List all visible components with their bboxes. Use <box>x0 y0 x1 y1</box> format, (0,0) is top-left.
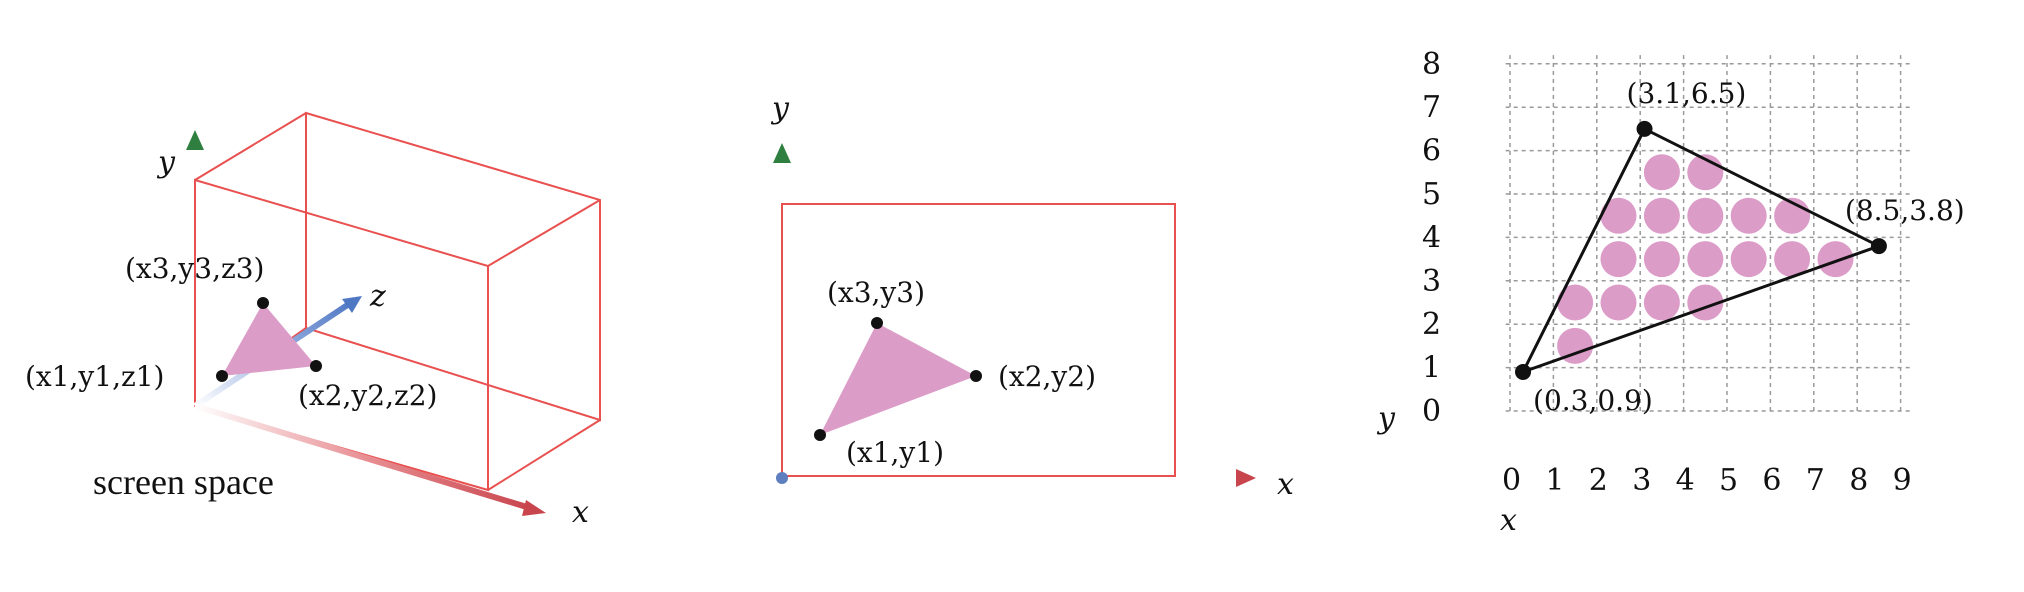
raster-vertices: (0.3,0.9) (8.5,3.8) (3.1,6.5) <box>1515 77 1965 417</box>
triangle-3d <box>222 303 316 376</box>
vertex-3-dot <box>257 297 269 309</box>
covered-sample-dot <box>1643 154 1680 191</box>
raster-vertex-label: (0.3,0.9) <box>1533 384 1653 417</box>
x-axis-2d <box>782 469 1256 487</box>
y-tick-label: 2 <box>1422 307 1441 342</box>
covered-sample-dot <box>1600 197 1637 234</box>
covered-sample-dot <box>1643 284 1680 321</box>
y-tick-label: 3 <box>1422 264 1441 299</box>
vertex-3-label-2d: (x3,y3) <box>827 276 925 309</box>
y-axis-label-2d: y <box>770 91 790 126</box>
y-tick-labels: 0 1 2 3 4 5 6 7 8 <box>1422 47 1441 429</box>
x-tick-label: 5 <box>1719 463 1738 498</box>
origin-dot <box>776 472 788 484</box>
x-tick-label: 0 <box>1502 463 1521 498</box>
covered-sample-dot <box>1730 197 1767 234</box>
screen-space-caption: screen space <box>93 462 274 502</box>
vertex-3-dot-2d <box>871 317 883 329</box>
covered-sample-dot <box>1774 241 1811 278</box>
raster-vertex-label: (3.1,6.5) <box>1627 77 1747 110</box>
y-axis <box>186 130 204 406</box>
vertex-1-label: (x1,y1,z1) <box>25 360 164 393</box>
vertex-2-dot <box>310 360 322 372</box>
covered-sample-dot <box>1687 197 1724 234</box>
covered-sample-dot <box>1817 241 1854 278</box>
pixel-grid <box>1505 55 1914 412</box>
x-tick-label: 7 <box>1806 463 1825 498</box>
raster-vertex-dot <box>1870 238 1887 255</box>
covered-sample-dot <box>1687 241 1724 278</box>
x-axis <box>194 403 546 516</box>
panel-screen-space-3d: y z x (x3,y3,z3) (x1,y1,z1) (x2,y2,z2) s… <box>25 111 601 530</box>
y-axis-label-grid: y <box>1376 401 1396 436</box>
vertex-2-label: (x2,y2,z2) <box>298 379 437 412</box>
x-axis-label-2d: x <box>1277 467 1294 502</box>
raster-triangle-outline <box>1520 126 1883 375</box>
vertex-3-label: (x3,y3,z3) <box>125 252 264 285</box>
view-volume-box <box>194 111 601 492</box>
x-tick-label: 6 <box>1762 463 1781 498</box>
raster-vertex-dot <box>1636 120 1653 137</box>
x-tick-label: 2 <box>1589 463 1608 498</box>
covered-sample-dot <box>1557 284 1594 321</box>
y-tick-label: 1 <box>1422 351 1441 386</box>
vertex-1-label-2d: (x1,y1) <box>846 436 944 469</box>
x-tick-label: 9 <box>1893 463 1912 498</box>
y-tick-label: 6 <box>1422 134 1441 169</box>
covered-sample-dot <box>1643 197 1680 234</box>
x-tick-label: 8 <box>1849 463 1868 498</box>
raster-vertex-label: (8.5,3.8) <box>1845 194 1965 227</box>
y-tick-label: 4 <box>1422 220 1441 255</box>
y-tick-label: 5 <box>1422 177 1441 212</box>
y-tick-label: 0 <box>1422 394 1441 429</box>
x-axis-label-grid: x <box>1500 503 1517 538</box>
raster-vertex-dot <box>1515 363 1532 380</box>
vertex-2-label-2d: (x2,y2) <box>998 360 1096 393</box>
covered-sample-dot <box>1643 241 1680 278</box>
vertex-2-dot-2d <box>970 370 982 382</box>
x-tick-label: 3 <box>1632 463 1651 498</box>
vertex-1-dot <box>216 370 228 382</box>
covered-samples <box>1557 154 1854 364</box>
y-tick-label: 8 <box>1422 47 1441 82</box>
vertex-1-dot-2d <box>814 429 826 441</box>
covered-sample-dot <box>1557 327 1594 364</box>
y-axis-2d <box>773 143 791 478</box>
covered-sample-dot <box>1730 241 1767 278</box>
triangle-2d <box>820 323 976 435</box>
x-tick-label: 1 <box>1545 463 1564 498</box>
x-axis-label: x <box>572 495 589 530</box>
covered-sample-dot <box>1600 284 1637 321</box>
covered-sample-dot <box>1600 241 1637 278</box>
screen-rectangle <box>781 203 1176 477</box>
y-axis-label: y <box>156 145 176 180</box>
panel-projection-2d: y x (x3,y3) (x2,y2) (x1,y1) <box>770 91 1294 502</box>
z-axis-label: z <box>369 279 386 314</box>
x-tick-label: 4 <box>1676 463 1695 498</box>
y-tick-label: 7 <box>1422 90 1441 125</box>
